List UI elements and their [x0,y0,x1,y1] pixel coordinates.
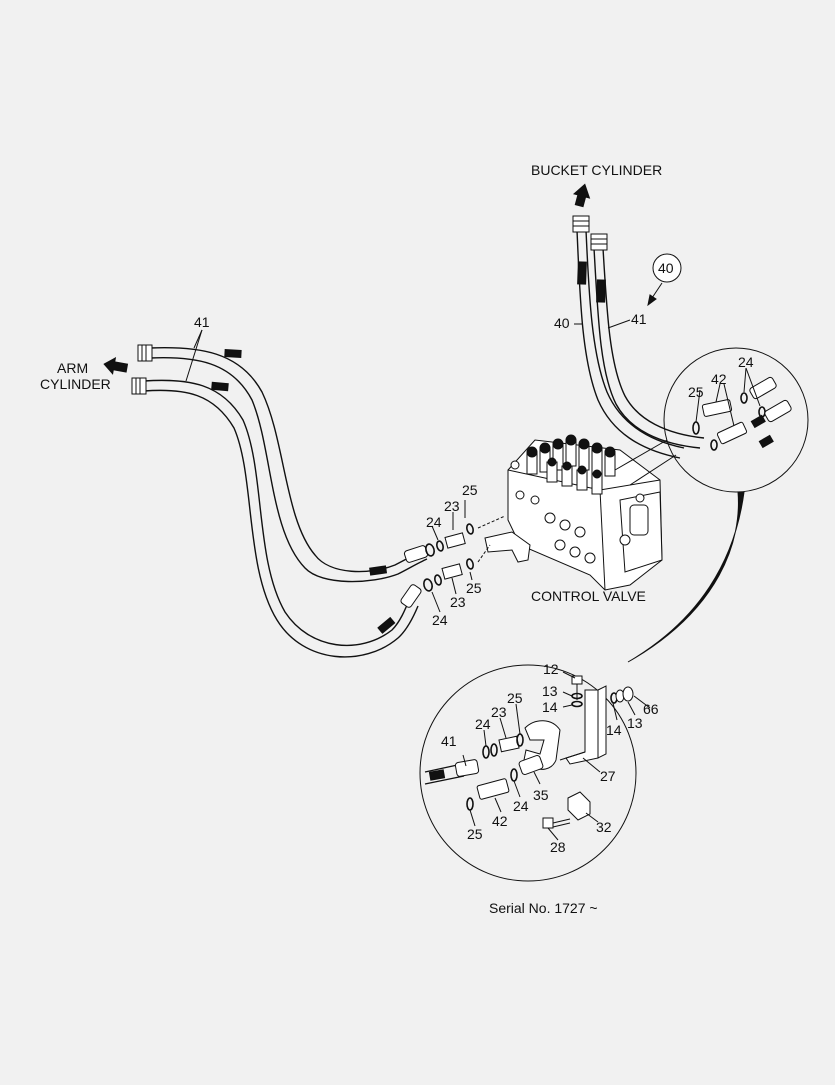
part-number-41-arm: 41 [194,314,210,330]
arm-hose-leader [185,329,203,382]
control-valve-body [484,434,663,591]
part-number-27: 27 [600,768,616,784]
part-number-25-detail: 25 [688,384,704,400]
part-number-40-circled: 40 [658,260,674,276]
part-number-23-a: 23 [444,498,460,514]
part-number-14-left: 14 [542,699,558,715]
part-number-24-lower-bottom: 24 [513,798,529,814]
bucket-hose-fitting-40 [572,215,590,233]
bucket-hose-41 [593,247,705,449]
part-number-35: 35 [533,787,549,803]
part-number-40: 40 [554,315,570,331]
part-number-28: 28 [550,839,566,855]
part-number-41-bucket: 41 [631,311,647,327]
part-number-24-a: 24 [426,514,442,530]
part-number-13-right: 13 [627,715,643,731]
control-valve-label: CONTROL VALVE [531,588,646,604]
leader-41-bucket [607,319,631,329]
arm-hose-upper [149,346,428,583]
fitting-set-upper [425,523,474,557]
part-number-25-b: 25 [466,580,482,596]
direction-arrow-icon [103,357,129,375]
arm-hose-fitting-upper [137,344,153,362]
part-number-24-detail: 24 [738,354,754,370]
part-number-25-a: 25 [462,482,478,498]
direction-arrow-icon [572,183,591,208]
arm-hose-fitting-right-lower [400,584,422,608]
part-number-12: 12 [543,661,559,677]
part-number-25-lower-bottom: 25 [467,826,483,842]
part-number-42-lower: 42 [492,813,508,829]
part-number-23-lower: 23 [491,704,507,720]
part-number-14-right: 14 [606,722,622,738]
part-number-24-b: 24 [432,612,448,628]
fitting-set-lower [423,558,474,592]
part-number-32: 32 [596,819,612,835]
valve-spools [526,434,616,495]
part-number-23-b: 23 [450,594,466,610]
callout-arrow-icon [647,282,663,307]
serial-number-label: Serial No. 1727 ~ [489,900,598,916]
callout-circle-40 [652,253,682,283]
part-number-42-detail: 42 [711,371,727,387]
part-number-25-lower-top: 25 [507,690,523,706]
detail-connector [627,491,745,663]
arm-cylinder-label-line1: ARM [57,360,88,376]
detail-circle-lower [419,664,651,882]
bucket-cylinder-label: BUCKET CYLINDER [531,162,662,178]
detail-circle-upper [614,347,809,493]
part-number-13-left: 13 [542,683,558,699]
part-number-24-lower-top: 24 [475,716,491,732]
bucket-hose-40 [576,229,685,459]
part-number-41-lower: 41 [441,733,457,749]
part-number-66: 66 [643,701,659,717]
arm-hose-fitting-lower [131,377,147,395]
valve-connection-leaders [431,500,506,613]
arm-cylinder-label-line2: CYLINDER [40,376,111,392]
bucket-hose-fitting-41 [590,233,608,251]
arm-hose-lower [143,379,419,658]
